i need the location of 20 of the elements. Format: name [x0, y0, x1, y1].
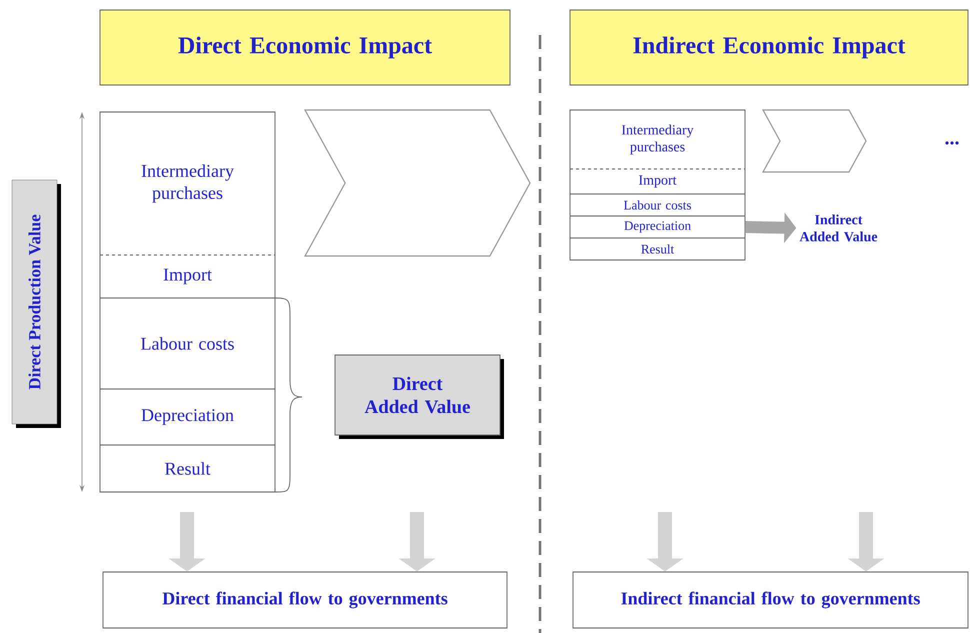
table-cell: Result: [641, 244, 674, 254]
table-cell: Intermediary purchases: [622, 124, 694, 154]
flow-box: Indirect financial flow to governments: [572, 572, 968, 628]
table-cell: Labour costs: [141, 337, 234, 350]
value-box: Direct Added Value: [334, 354, 500, 436]
table-cell: Depreciation: [624, 221, 691, 233]
ellipsis: ...: [945, 141, 959, 145]
value-text: Indirect Added Value: [800, 214, 878, 242]
flow-box: Direct financial flow to governments: [102, 572, 508, 628]
table-cell: Intermediary purchases: [142, 164, 234, 203]
chevron-arrow: [304, 109, 531, 257]
table-cell: Result: [165, 462, 210, 475]
table-cell: Labour costs: [624, 200, 691, 210]
table-cell: Depreciation: [142, 409, 234, 425]
table-cell: Import: [164, 268, 212, 284]
table-cell: Import: [638, 175, 676, 188]
title-box: Indirect Economic Impact: [570, 10, 968, 86]
label-box: Direct Production Value: [12, 180, 58, 424]
title-box: Direct Economic Impact: [100, 10, 510, 86]
chevron-arrow: [762, 109, 867, 173]
